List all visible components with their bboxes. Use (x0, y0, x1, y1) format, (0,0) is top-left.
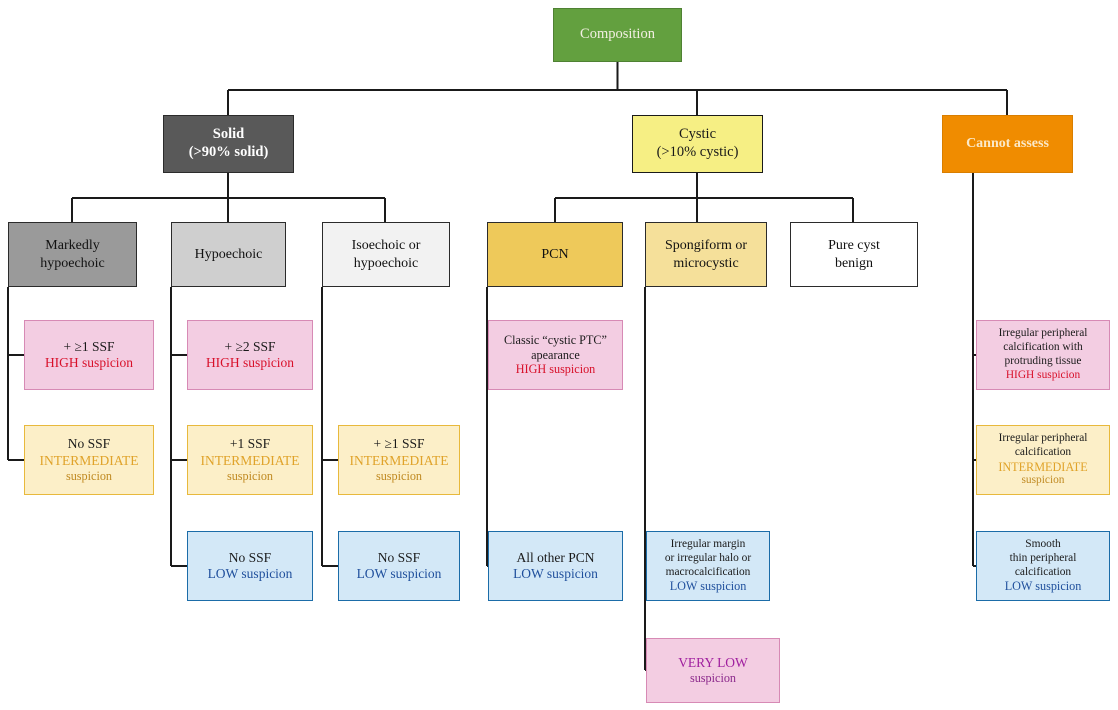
node-spongiform-or-microcystic[interactable]: Spongiform or microcystic (645, 222, 767, 287)
node-mh-int-line2: INTERMEDIATE (39, 452, 139, 468)
node-isoechoic-intermediate[interactable]: + ≥1 SSF INTERMEDIATE suspicion (338, 425, 460, 495)
node-pure-cyst-benign[interactable]: Pure cyst benign (790, 222, 918, 287)
node-spongiform-line1: Spongiform or (664, 238, 748, 254)
node-iso-low-line1: No SSF (377, 549, 421, 565)
node-cannot-assess-intermediate[interactable]: Irregular peripheral calcification INTER… (976, 425, 1110, 495)
node-hypoechoic[interactable]: Hypoechoic (171, 222, 286, 287)
node-pcn-line1: PCN (541, 246, 569, 262)
node-hypo-int-line3: suspicion (226, 469, 274, 484)
node-hypoechoic-line1: Hypoechoic (194, 246, 263, 262)
node-pure-cyst-line2: benign (834, 255, 874, 271)
node-iso-int-line1: + ≥1 SSF (373, 436, 425, 452)
node-cystic-line2: (>10% cystic) (656, 144, 739, 160)
node-cannot-assess-high[interactable]: Irregular peripheral calcification with … (976, 320, 1110, 390)
node-spong-low-line1: Irregular margin (670, 537, 746, 550)
node-spong-vlow-line2: suspicion (689, 671, 737, 686)
node-pure-cyst-line1: Pure cyst (828, 238, 880, 254)
node-isoechoic-line1: Isoechoic or (351, 238, 421, 254)
node-spongiform-very-low[interactable]: VERY LOW suspicion (646, 638, 780, 703)
node-solid-line2: (>90% solid) (188, 144, 269, 160)
node-pcn-high-line1: Classic “cystic PTC” (504, 332, 607, 347)
node-mh-int-line3: suspicion (65, 469, 113, 484)
node-cannot-assess[interactable]: Cannot assess (942, 115, 1073, 173)
node-mh-int-line1: No SSF (67, 436, 111, 452)
node-solid[interactable]: Solid (>90% solid) (163, 115, 294, 173)
node-spong-vlow-line1: VERY LOW (678, 654, 748, 670)
node-spong-low-line4: LOW suspicion (669, 579, 747, 594)
node-ca-int-line3: INTERMEDIATE (998, 459, 1088, 474)
node-pcn-high-line2: apearance (531, 347, 580, 362)
node-hypo-low-line2: LOW suspicion (207, 566, 293, 581)
node-hypo-high-line2: HIGH suspicion (205, 355, 295, 370)
node-mh-high-line2: HIGH suspicion (44, 355, 134, 370)
node-ca-high-line4: HIGH suspicion (1005, 368, 1081, 381)
node-ca-low-line1: Smooth (1025, 537, 1061, 550)
node-pcn-high[interactable]: Classic “cystic PTC” apearance HIGH susp… (488, 320, 623, 390)
node-pcn[interactable]: PCN (487, 222, 623, 287)
node-ca-low-line3: calcification (1014, 565, 1072, 578)
node-markedly-hypoechoic-high[interactable]: + ≥1 SSF HIGH suspicion (24, 320, 154, 390)
node-hypo-int-line1: +1 SSF (229, 436, 271, 452)
node-hypo-low-line1: No SSF (228, 549, 272, 565)
node-mh-high-line1: + ≥1 SSF (63, 338, 115, 354)
node-spong-low-line2: or irregular halo or (664, 551, 752, 564)
node-ca-low-line4: LOW suspicion (1004, 579, 1082, 594)
node-isoechoic-line2: hypoechoic (353, 255, 419, 271)
node-pcn-low-line1: All other PCN (516, 549, 595, 565)
node-ca-high-line2: calcification with (1003, 341, 1083, 354)
node-markedly-hypoechoic-line1: Markedly (45, 238, 100, 254)
node-cannot-assess-line1: Cannot assess (966, 136, 1049, 152)
node-ca-int-line2: calcification (1014, 445, 1072, 458)
node-ca-int-line4: suspicion (1021, 474, 1065, 487)
node-markedly-hypoechoic-line2: hypoechoic (40, 255, 105, 271)
node-pcn-low-line2: LOW suspicion (513, 566, 598, 581)
node-cannot-assess-low[interactable]: Smooth thin peripheral calcification LOW… (976, 531, 1110, 601)
node-pcn-low[interactable]: All other PCN LOW suspicion (488, 531, 623, 601)
node-hypoechoic-low[interactable]: No SSF LOW suspicion (187, 531, 313, 601)
node-hypoechoic-intermediate[interactable]: +1 SSF INTERMEDIATE suspicion (187, 425, 313, 495)
node-cystic-line1: Cystic (678, 126, 717, 143)
node-spong-low-line3: macrocalcification (665, 565, 751, 578)
node-iso-int-line3: suspicion (375, 469, 423, 484)
node-ca-int-line1: Irregular peripheral (998, 431, 1088, 444)
node-iso-low-line2: LOW suspicion (356, 566, 442, 581)
node-ca-high-line1: Irregular peripheral (998, 327, 1088, 340)
node-hypo-high-line1: + ≥2 SSF (224, 338, 276, 354)
node-isoechoic-low[interactable]: No SSF LOW suspicion (338, 531, 460, 601)
node-spongiform-line2: microcystic (673, 255, 739, 271)
node-hypo-int-line2: INTERMEDIATE (200, 452, 300, 468)
node-ca-low-line2: thin peripheral (1009, 551, 1077, 564)
node-markedly-hypoechoic[interactable]: Markedly hypoechoic (8, 222, 137, 287)
node-ca-high-line3: protruding tissue (1004, 355, 1082, 367)
node-hypoechoic-high[interactable]: + ≥2 SSF HIGH suspicion (187, 320, 313, 390)
node-isoechoic-or-hypoechoic[interactable]: Isoechoic or hypoechoic (322, 222, 450, 287)
node-composition-line1: Composition (580, 26, 655, 43)
node-iso-int-line2: INTERMEDIATE (349, 452, 449, 468)
node-cystic[interactable]: Cystic (>10% cystic) (632, 115, 763, 173)
node-composition[interactable]: Composition (553, 8, 682, 62)
node-spongiform-low[interactable]: Irregular margin or irregular halo or ma… (646, 531, 770, 601)
node-solid-line1: Solid (212, 126, 245, 143)
node-pcn-high-line3: HIGH suspicion (515, 362, 596, 377)
node-markedly-hypoechoic-intermediate[interactable]: No SSF INTERMEDIATE suspicion (24, 425, 154, 495)
